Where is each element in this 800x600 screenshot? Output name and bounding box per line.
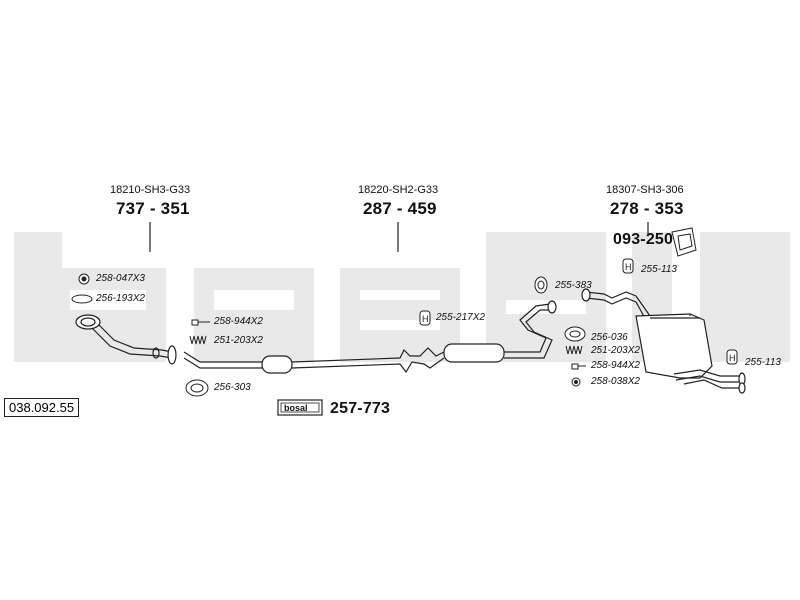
svg-text:H: H bbox=[422, 314, 429, 324]
svg-text:H: H bbox=[625, 262, 632, 272]
label-256-036: 256-036 bbox=[591, 332, 628, 343]
spring-icon bbox=[189, 335, 207, 345]
label-255-113-a: 255-113 bbox=[641, 264, 677, 275]
label-258-038: 258-038X2 bbox=[591, 376, 640, 387]
hanger-icon: H bbox=[419, 310, 431, 326]
center-pipe bbox=[183, 351, 262, 363]
oem-number-rear: 18307-SH3-306 bbox=[606, 184, 684, 196]
hanger-icon: H bbox=[726, 349, 738, 365]
accessory-part-number: 093-250 bbox=[613, 231, 674, 248]
bolt-icon bbox=[191, 319, 210, 326]
label-251-203-a: 251-203X2 bbox=[214, 335, 263, 346]
front-pipe-flange bbox=[75, 314, 101, 330]
oem-number-center: 18220-SH2-G33 bbox=[358, 184, 439, 196]
bosal-logo: bosal bbox=[284, 403, 308, 413]
label-256-303: 256-303 bbox=[214, 382, 251, 393]
flange-gasket-icon bbox=[564, 326, 586, 342]
rubber-mount-icon bbox=[534, 276, 548, 294]
mounting-kit-part-number: 257-773 bbox=[330, 400, 391, 417]
flange-gasket-icon bbox=[185, 379, 209, 397]
rear-muffler bbox=[635, 313, 713, 379]
nut-icon bbox=[571, 377, 581, 387]
nut-icon bbox=[78, 273, 90, 285]
center-resonator bbox=[261, 355, 293, 374]
svg-text:H: H bbox=[729, 353, 736, 363]
gasket-ring-icon bbox=[71, 294, 93, 304]
spring-icon bbox=[565, 345, 583, 355]
mounting-kit-box bbox=[277, 399, 323, 416]
label-251-203-b: 251-203X2 bbox=[591, 345, 640, 356]
bolt-icon bbox=[571, 363, 586, 370]
label-255-217: 255-217X2 bbox=[436, 312, 485, 323]
clamp-icon bbox=[671, 227, 697, 257]
part-number-rear: 278 - 353 bbox=[610, 199, 684, 218]
part-number-front: 737 - 351 bbox=[116, 199, 190, 218]
label-255-113-b: 255-113 bbox=[745, 357, 781, 368]
label-255-383: 255-383 bbox=[555, 280, 592, 291]
part-number-center: 287 - 459 bbox=[363, 199, 437, 218]
center-silencer bbox=[443, 343, 505, 363]
oem-number-front: 18210-SH3-G33 bbox=[110, 184, 191, 196]
label-258-944-a: 258-944X2 bbox=[214, 316, 263, 327]
label-256-193: 256-193X2 bbox=[96, 293, 145, 304]
hanger-icon: H bbox=[622, 258, 634, 274]
rear-pipe bbox=[585, 291, 651, 317]
label-258-047: 258-047X3 bbox=[96, 273, 145, 284]
catalog-code: 038.092.55 bbox=[4, 398, 80, 417]
label-258-944-b: 258-944X2 bbox=[591, 360, 640, 371]
